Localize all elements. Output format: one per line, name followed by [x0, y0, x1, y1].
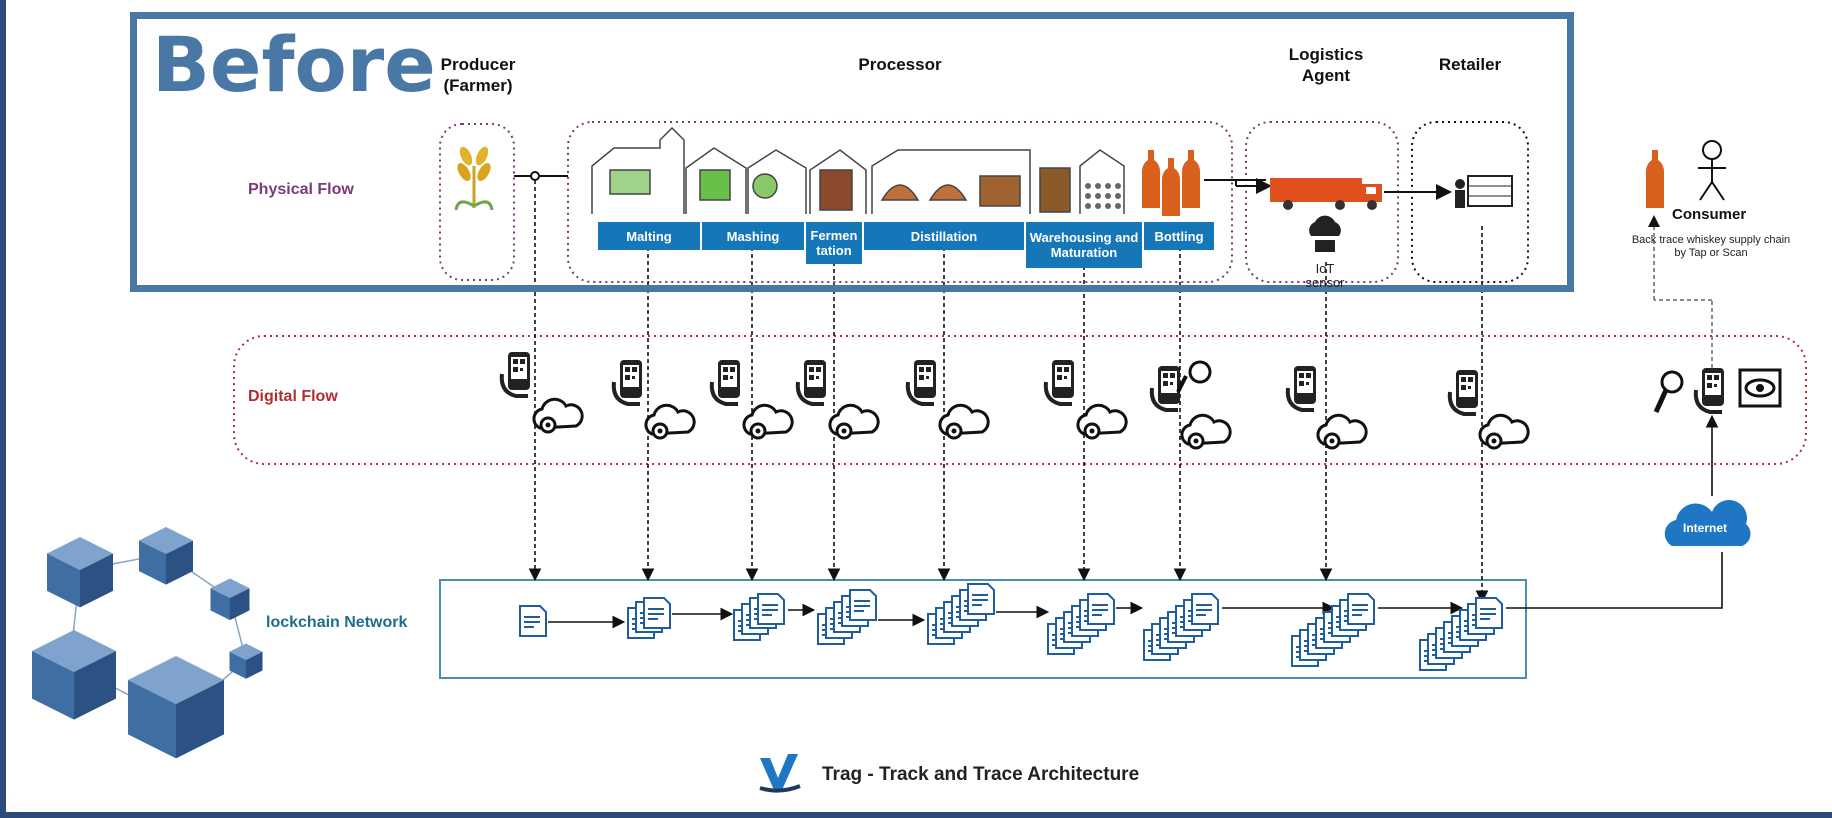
truck-icon — [1270, 178, 1382, 210]
consumer-title: Consumer — [1672, 206, 1747, 223]
stage-warehousing: Warehousing and Maturation — [1026, 222, 1142, 268]
digital-icons — [499, 350, 1782, 450]
stage-distillation: Distillation — [864, 222, 1024, 250]
wheat-icon — [454, 146, 494, 211]
retailer-shop-icon — [1455, 175, 1513, 208]
distillery-illustration — [591, 126, 1125, 214]
stage-mashing: Mashing — [702, 222, 804, 250]
iot-sensor-icon — [1309, 215, 1341, 252]
stage-bottling: Bottling — [1144, 222, 1214, 250]
stage-malting: Malting — [598, 222, 700, 250]
internet-cloud-icon — [1664, 499, 1751, 546]
iot-sensor-label: IoT sensor — [1305, 261, 1345, 290]
header-retailer: Retailer — [1438, 55, 1502, 74]
before-frame — [130, 12, 1574, 292]
ledger-documents — [519, 583, 1503, 671]
trag-logo-icon — [759, 754, 801, 793]
header-logistics: Logistics Agent — [1288, 45, 1364, 85]
row-label-blockchain: lockchain Network — [266, 614, 408, 631]
consumer-figure-icon — [1698, 140, 1726, 201]
row-label-physical: Physical Flow — [248, 181, 354, 198]
footer-title: Trag - Track and Trace Architecture — [822, 764, 1140, 785]
header-processor: Processor — [858, 55, 942, 74]
consumer-bottle-icon — [1646, 150, 1664, 208]
internet-label: Internet — [1682, 521, 1727, 535]
row-label-digital: Digital Flow — [248, 388, 338, 405]
stage-fermentation: Fermen tation — [806, 222, 862, 264]
consumer-caption: Back trace whiskey supply chain by Tap o… — [1631, 234, 1791, 259]
bottles-icon — [1142, 150, 1200, 216]
blockchain-cubes-icon — [32, 527, 263, 759]
before-label: Before — [152, 20, 436, 109]
header-producer: Producer (Farmer) — [440, 55, 516, 95]
